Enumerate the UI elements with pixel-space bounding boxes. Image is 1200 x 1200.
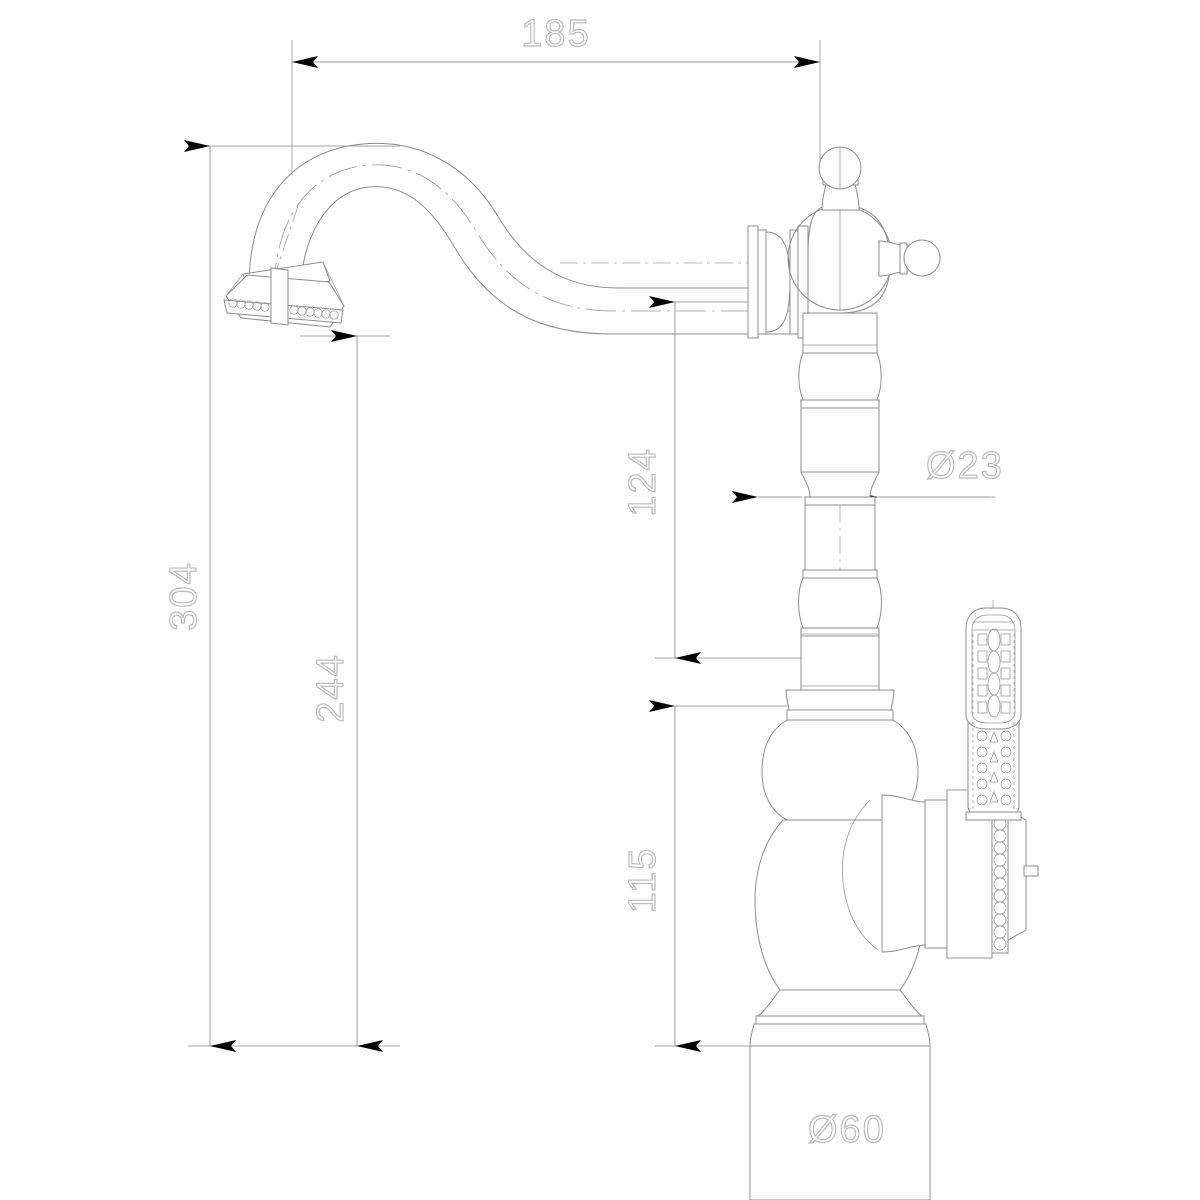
- dim-text-115: 115: [622, 847, 664, 914]
- curved-s-spout: [248, 142, 800, 335]
- knurled-lever-handle[interactable]: [965, 607, 1022, 821]
- dim-text-d60: Ø60: [808, 1109, 886, 1151]
- aerator-knurl-right: [289, 305, 339, 320]
- spout-decorative-collar: [747, 225, 809, 339]
- dim-text-244: 244: [310, 653, 352, 722]
- spout-aerator-outlet: [223, 261, 345, 328]
- dim-text-d23: Ø23: [926, 445, 1004, 487]
- handle-knurl-pattern: [972, 628, 1015, 812]
- turned-column-shaft: [798, 312, 882, 691]
- dim-text-304: 304: [163, 561, 205, 630]
- dimension-texts: 185 304 244 124 115 Ø23 Ø60: [162, 12, 1004, 1151]
- dim-text-124: 124: [622, 447, 664, 516]
- dimension-lines: [184, 56, 990, 1164]
- top-ball-finial: [818, 146, 862, 211]
- cylindrical-base: [749, 1045, 931, 1200]
- dim-text-185: 185: [521, 13, 590, 55]
- serrated-valve-cap: [991, 793, 1039, 954]
- aerator-knurl-left: [228, 298, 270, 312]
- centerline-spout: [262, 199, 301, 311]
- side-ball-knob: [878, 239, 941, 277]
